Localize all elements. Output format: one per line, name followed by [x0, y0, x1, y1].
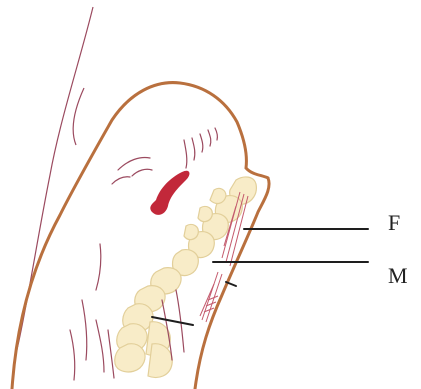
inner-thin-curve: [73, 88, 84, 145]
leader-lines: [152, 229, 368, 325]
red-mark: [150, 171, 189, 215]
label-m: M: [388, 265, 408, 287]
bone-chain: [115, 177, 257, 378]
outer-thin-contour: [12, 7, 93, 389]
label-f: F: [388, 212, 400, 234]
